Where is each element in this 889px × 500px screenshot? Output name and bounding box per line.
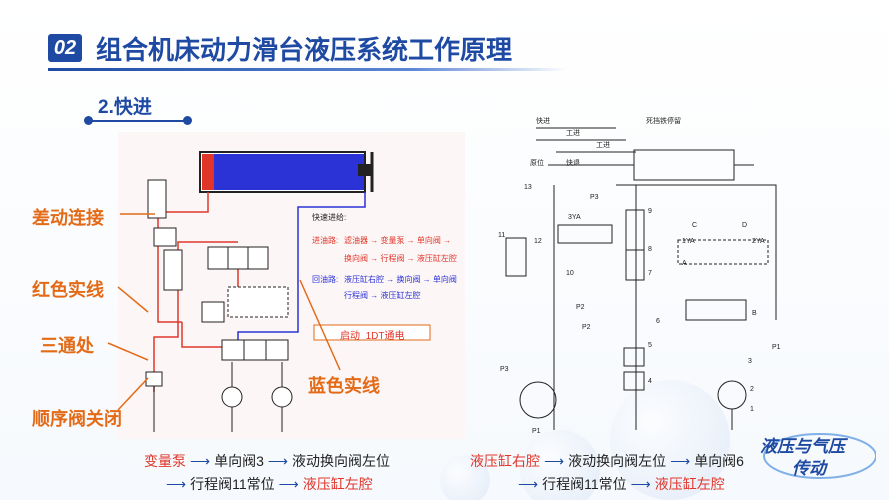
inlet-item: 滤油器 <box>344 236 368 245</box>
inlet-item: 变量泵 <box>380 236 405 245</box>
ref-label-work-2: 工进 <box>596 142 610 149</box>
ref-label-work-1: 工进 <box>566 130 580 137</box>
ref-label-fast-in: 快进 <box>536 118 550 125</box>
title-number: 02 <box>48 34 82 62</box>
slide-title: 02 组合机床动力滑台液压系统工作原理 <box>48 28 568 71</box>
section-dot-right <box>183 116 192 125</box>
flow-item: 行程阀11常位 <box>190 476 275 492</box>
ref-num-3: 3 <box>748 358 752 365</box>
label-sequence-valve-closed: 顺序阀关闭 <box>32 409 122 429</box>
ref-label-p1: P1 <box>772 344 781 351</box>
flow-item: 液压缸左腔 <box>654 476 725 492</box>
ref-label-home: 原位 <box>530 160 544 167</box>
inlet-item: 行程阀 <box>380 254 405 263</box>
flow-right-line2: ⟶行程阀11常位⟶液压缸左腔 <box>518 476 725 492</box>
inlet-item: 单向阀 <box>416 236 441 245</box>
flow-item: 单向阀3 <box>214 453 264 469</box>
ref-label-p1b: P1 <box>532 428 541 435</box>
section-heading: 2.快进 <box>84 92 192 128</box>
label-tee: 三通处 <box>40 336 94 356</box>
course-logo: 液压与气压 传动 <box>758 430 876 482</box>
label-differential: 差动连接 <box>32 208 104 228</box>
ref-label-p3: P3 <box>590 194 599 201</box>
inlet-path-line1: 滤油器 → 变量泵 → 单向阀 → <box>344 236 452 245</box>
ref-label-2ya: 2YA <box>752 238 765 245</box>
hydraulic-schematic-panel: 快速进给: 进油路: 滤油器 → 变量泵 → 单向阀 → 换向阀 → 行程阀 →… <box>118 132 465 439</box>
label-blue-line: 蓝色实线 <box>308 376 380 396</box>
start-status: 启动 1DT通电 <box>340 327 404 342</box>
ref-num-13: 13 <box>524 184 532 191</box>
flow-item: 液压缸右腔 <box>470 453 540 469</box>
flow-right-line1: 液压缸右腔⟶液动换向阀左位⟶单向阀6 <box>470 453 744 469</box>
label-red-line: 红色实线 <box>32 280 104 300</box>
ref-num-2: 2 <box>750 386 754 393</box>
logo-line1: 液压与气压 <box>760 437 845 456</box>
ref-num-10: 10 <box>566 270 574 277</box>
flow-item: 液动换向阀左位 <box>291 453 390 469</box>
decor-bubble <box>610 380 730 500</box>
flow-left-line2: ⟶行程阀11常位⟶液压缸左腔 <box>166 476 373 492</box>
inlet-item: 液压缸左腔 <box>416 254 457 263</box>
ref-label-p2b: P2 <box>576 304 585 311</box>
return-path-line2: 行程阀 → 液压缸左腔 <box>344 291 421 300</box>
logo-ring <box>763 433 876 479</box>
section-label: 2.快进 <box>98 97 152 118</box>
flow-item: 液压缸左腔 <box>302 476 373 492</box>
inlet-path-line2: 换向阀 → 行程阀 → 液压缸左腔 <box>344 254 457 263</box>
ref-label-3ya: 3YA <box>568 214 581 221</box>
ref-num-11: 11 <box>498 232 506 239</box>
ref-num-6: 6 <box>656 318 660 325</box>
ref-num-9: 9 <box>648 208 652 215</box>
section-underline <box>88 120 188 122</box>
flow-item: 行程阀11常位 <box>542 476 627 492</box>
title-text: 组合机床动力滑台液压系统工作原理 <box>96 35 513 65</box>
ref-port-c: C <box>692 222 698 229</box>
ref-port-b: B <box>752 310 757 317</box>
decor-bubble <box>440 455 490 500</box>
return-item: 单向阀 <box>432 275 457 284</box>
ref-label-p3b: P3 <box>500 366 509 373</box>
ref-num-12: 12 <box>534 238 542 245</box>
flow-item: 变量泵 <box>144 453 186 469</box>
title-underline <box>48 68 568 71</box>
decor-bubble <box>520 430 600 500</box>
return-item: 行程阀 <box>344 291 368 300</box>
panel-heading: 快速进给: <box>312 213 347 222</box>
return-path-line1: 液压缸右腔 → 换向阀 → 单向阀 <box>344 275 457 284</box>
ref-num-8: 8 <box>648 246 652 253</box>
ref-port-d: D <box>742 222 748 229</box>
section-dot-left <box>84 116 93 125</box>
start-value: 1DT通电 <box>365 331 405 342</box>
flow-item: 液动换向阀左位 <box>568 453 667 469</box>
return-path-label: 回油路: <box>312 275 339 284</box>
ref-num-5: 5 <box>648 342 652 349</box>
reference-schematic: 快进 工进 工进 原位 快退 死挡铁停留 3YA 1YA 2YA P3 P2 P… <box>496 110 796 442</box>
ref-num-4: 4 <box>648 378 652 385</box>
ref-num-7: 7 <box>648 270 652 277</box>
ref-label-1ya: 1YA <box>682 238 695 245</box>
flow-item: 单向阀6 <box>694 453 744 469</box>
return-item: 液压缸左腔 <box>380 291 421 300</box>
ref-label-p2: P2 <box>582 324 591 331</box>
ref-num-1: 1 <box>750 406 754 413</box>
ref-label-fast-back: 快退 <box>566 160 580 167</box>
reference-schematic-drawing <box>505 127 777 430</box>
inlet-path-label: 进油路: <box>312 236 339 245</box>
ref-port-a: A <box>682 260 687 267</box>
start-label: 启动 <box>340 331 360 342</box>
schematic-drawing <box>145 151 431 432</box>
ref-label-dead-stop: 死挡铁停留 <box>646 118 681 125</box>
return-item: 液压缸右腔 <box>344 275 384 284</box>
inlet-item: 换向阀 <box>344 254 368 263</box>
flow-left-line1: 变量泵⟶单向阀3⟶液动换向阀左位 <box>144 453 390 469</box>
return-item: 换向阀 <box>396 275 421 284</box>
logo-line2: 传动 <box>792 459 826 478</box>
